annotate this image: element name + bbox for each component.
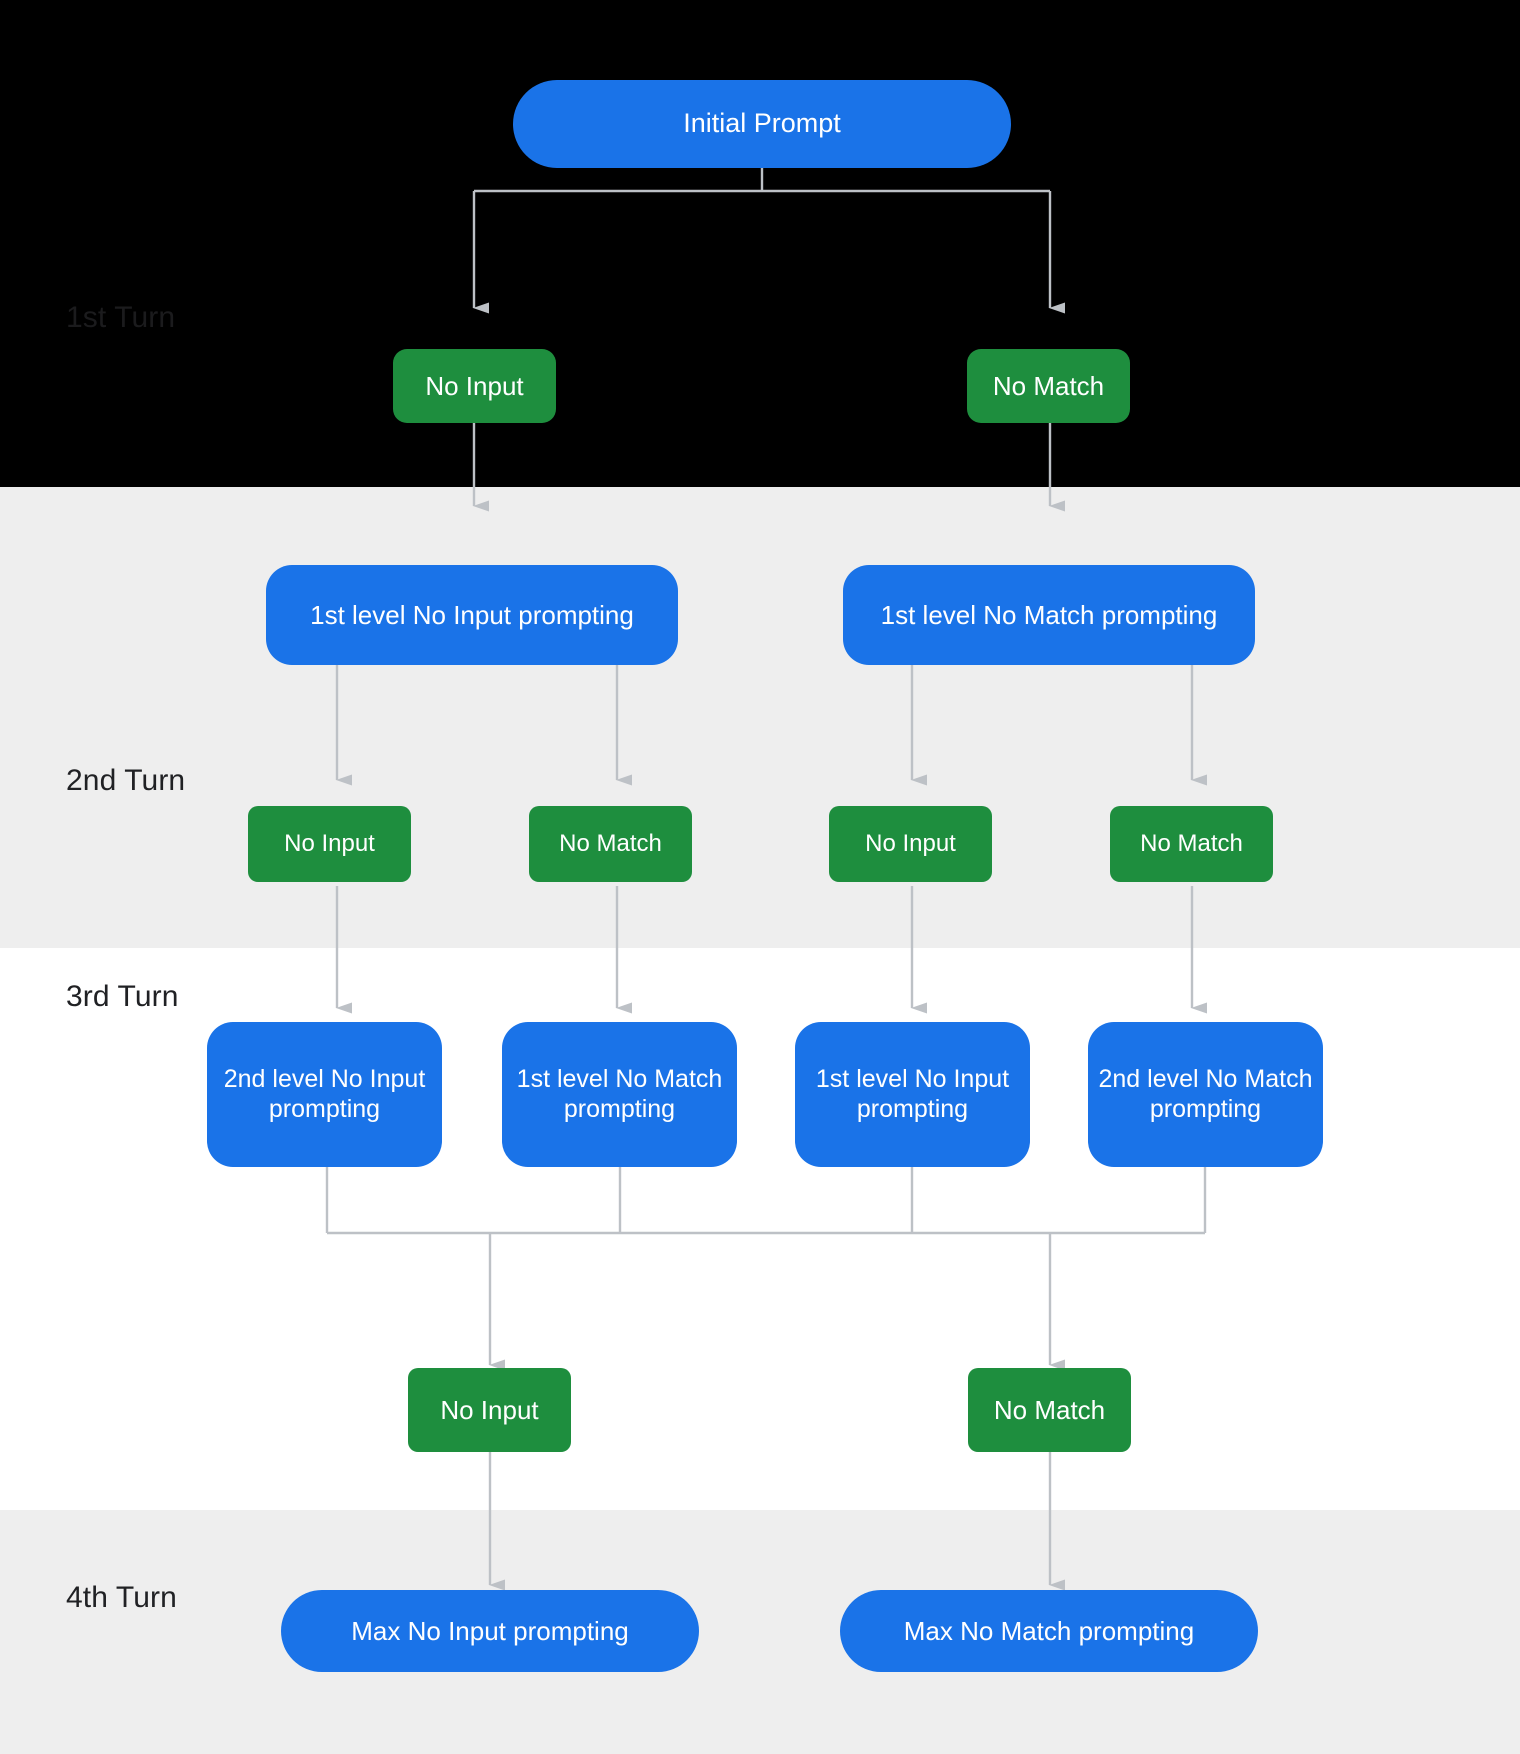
node-turn3-no-input[interactable]: No Input — [408, 1368, 571, 1452]
node-turn3-second-level-no-match-prompting[interactable]: 2nd level No Match prompting — [1088, 1022, 1323, 1167]
node-turn2-no-input-b[interactable]: No Input — [829, 806, 992, 882]
node-turn2-first-level-no-match-prompting[interactable]: 1st level No Match prompting — [843, 565, 1255, 665]
turn-band-1 — [0, 0, 1520, 487]
node-turn1-no-match[interactable]: No Match — [967, 349, 1130, 423]
turn-label-1: 1st Turn — [66, 301, 176, 334]
node-turn2-no-match-b[interactable]: No Match — [1110, 806, 1273, 882]
turn-band-2 — [0, 487, 1520, 948]
node-turn4-max-no-match-prompting[interactable]: Max No Match prompting — [840, 1590, 1258, 1672]
node-turn3-first-level-no-match-prompting[interactable]: 1st level No Match prompting — [502, 1022, 737, 1167]
node-turn4-max-no-input-prompting[interactable]: Max No Input prompting — [281, 1590, 699, 1672]
turn-label-4: 4th Turn — [66, 1581, 177, 1614]
node-initial-prompt[interactable]: Initial Prompt — [513, 80, 1011, 168]
node-turn3-first-level-no-input-prompting[interactable]: 1st level No Input prompting — [795, 1022, 1030, 1167]
turn-label-2: 2nd Turn — [66, 764, 186, 797]
node-turn2-no-input-a[interactable]: No Input — [248, 806, 411, 882]
turn-label-3: 3rd Turn — [66, 980, 179, 1013]
node-turn2-no-match-a[interactable]: No Match — [529, 806, 692, 882]
node-turn3-no-match[interactable]: No Match — [968, 1368, 1131, 1452]
node-turn2-first-level-no-input-prompting[interactable]: 1st level No Input prompting — [266, 565, 678, 665]
node-turn1-no-input[interactable]: No Input — [393, 349, 556, 423]
turn-band-4 — [0, 1510, 1520, 1754]
node-turn3-second-level-no-input-prompting[interactable]: 2nd level No Input prompting — [207, 1022, 442, 1167]
